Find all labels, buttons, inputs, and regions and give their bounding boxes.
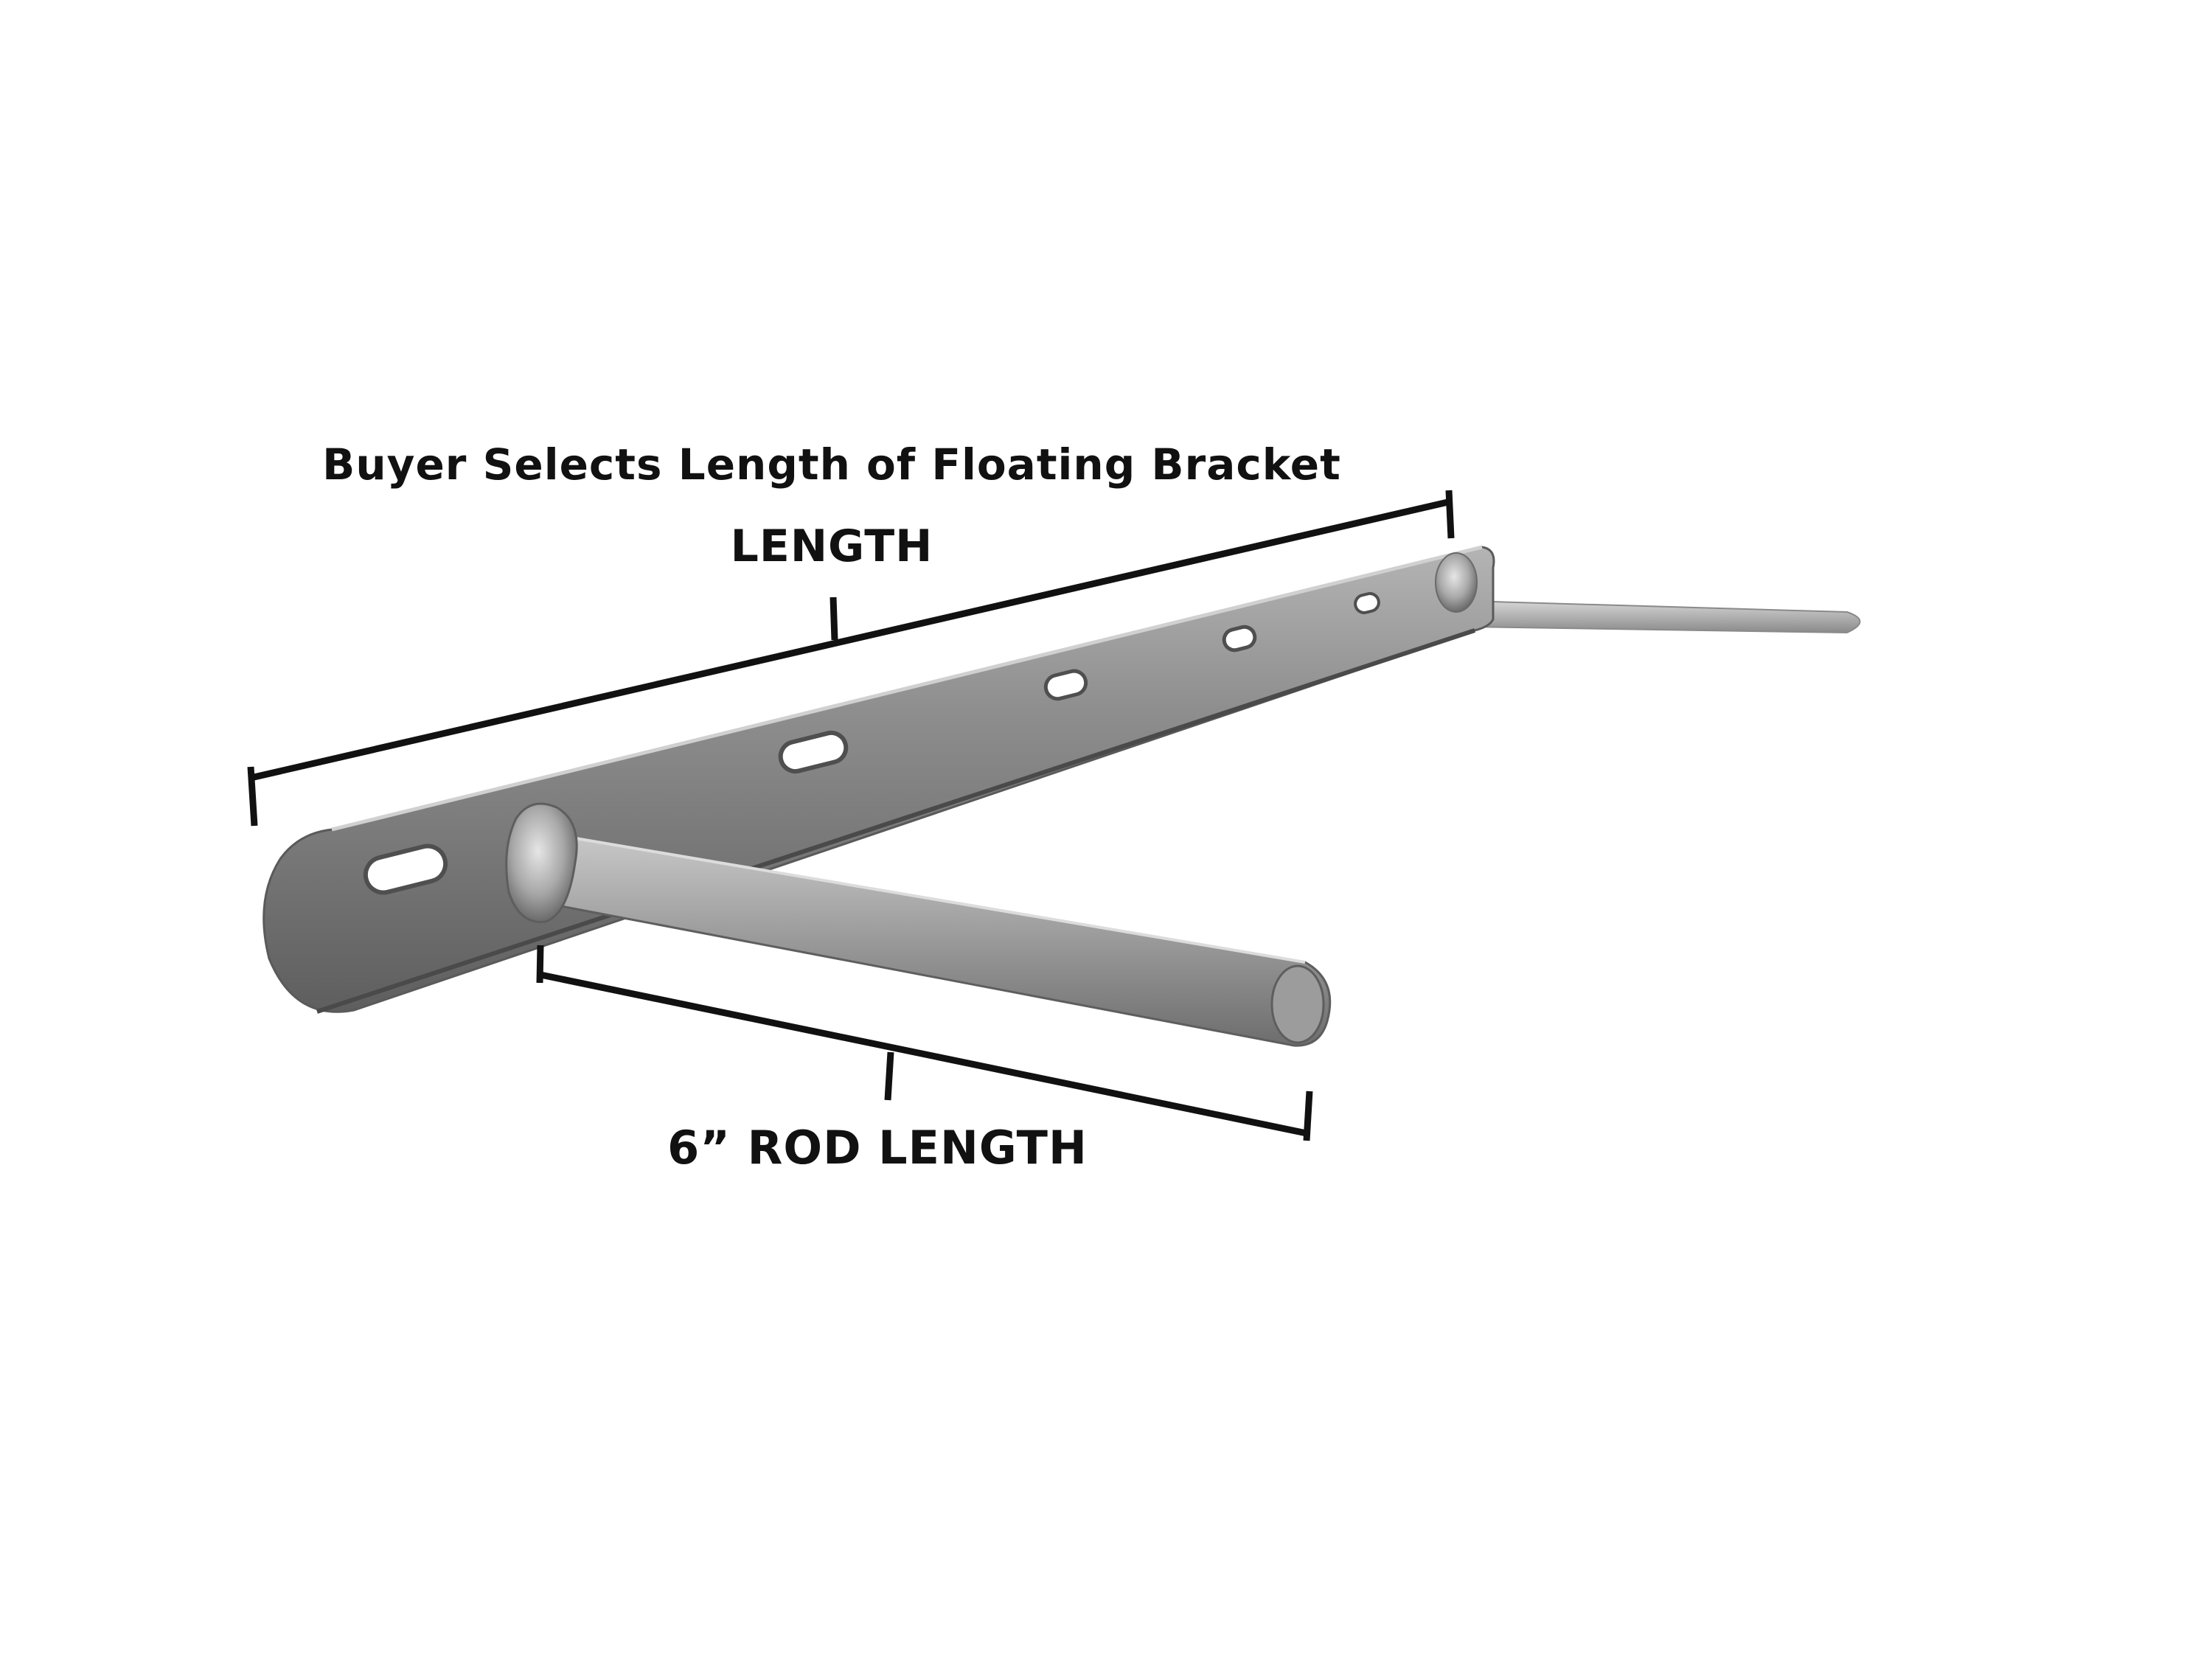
length-label: LENGTH [730,521,933,572]
bar-slots [363,592,1380,895]
far-rod [1467,599,1861,634]
slot-2 [778,730,849,774]
rod-length-label: 6” ROD LENGTH [667,1121,1088,1175]
slot-3 [1043,669,1088,701]
length-dimension-line [247,490,1455,827]
rod-dimension-line [536,945,1313,1141]
far-weld [1435,552,1478,613]
near-weld [505,802,578,923]
slot-4 [1222,625,1257,653]
bracket-length-caption: Buyer Selects Length of Floating Bracket [322,439,1341,490]
near-rod [544,832,1332,1047]
slot-1 [363,844,448,895]
slot-5 [1354,592,1380,614]
